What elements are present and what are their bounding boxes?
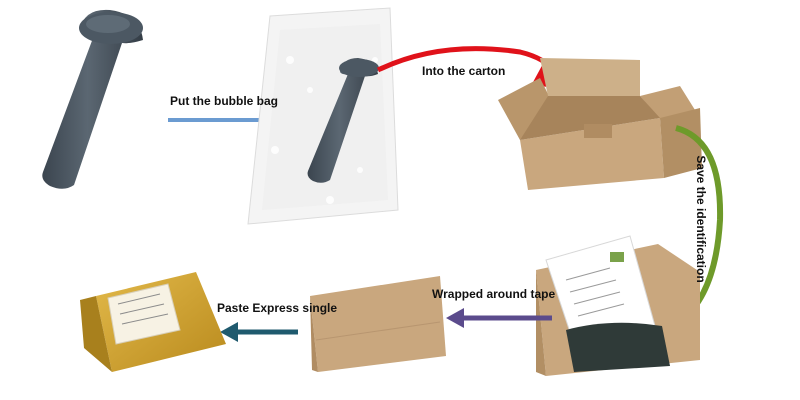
step-label-bubble-bag: Put the bubble bag: [170, 94, 278, 108]
taped-box-with-express-label-image: [80, 272, 226, 372]
rubber-plug-image: [42, 9, 143, 189]
carton-with-identification-image: [536, 235, 700, 376]
closed-box-image: [310, 276, 446, 372]
bubble-bag-image: [247, 7, 399, 225]
open-carton-image: [498, 58, 702, 190]
arrow-wrapped-tape: [446, 308, 552, 328]
step-label-into-carton: Into the carton: [422, 64, 506, 78]
arrow-paste-express: [220, 322, 298, 342]
step-label-paste-express: Paste Express single: [217, 301, 338, 315]
step-label-wrapped-tape: Wrapped around tape: [432, 287, 556, 301]
step-label-save-identification: Save the identification: [694, 155, 708, 283]
